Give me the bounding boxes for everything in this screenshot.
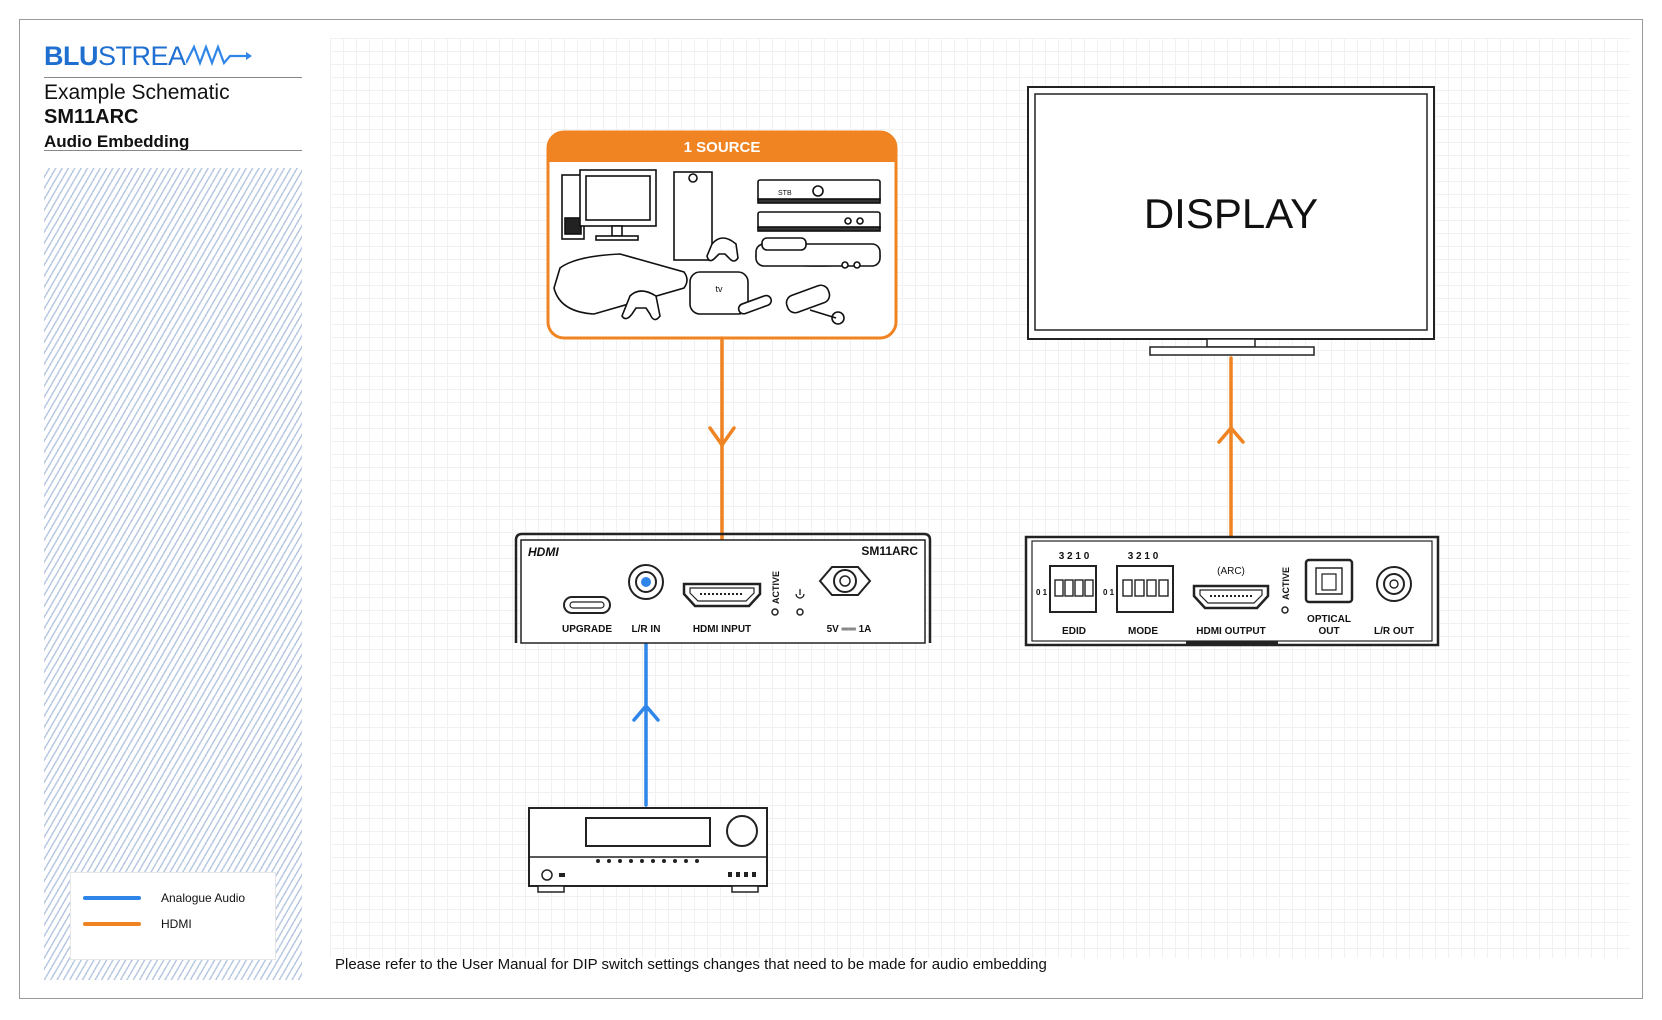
- edid-dip-numbers: 3 2 1 0: [1059, 551, 1090, 562]
- display-monitor: DISPLAY: [1027, 86, 1435, 356]
- legend-item-analogue-audio: Analogue Audio: [83, 891, 245, 905]
- display-label: DISPLAY: [1144, 190, 1318, 237]
- rx-active-label: ACTIVE: [1281, 567, 1291, 600]
- svg-text:STB: STB: [778, 190, 792, 197]
- lr-out-label: L/R OUT: [1374, 626, 1414, 637]
- tx-active-label: ACTIVE: [771, 571, 781, 604]
- edid-label: EDID: [1062, 626, 1086, 637]
- hdmi-logo: HDMI: [528, 545, 559, 559]
- footer-note: Please refer to the User Manual for DIP …: [335, 956, 1047, 973]
- sm11arc-transmitter: HDMI SM11ARC UPGRADE L/R IN HDMI INPUT A…: [514, 532, 932, 644]
- sidebar-hatch-panel: [44, 168, 302, 980]
- schematic-subtitle: Audio Embedding: [44, 132, 190, 151]
- av-receiver-amplifier-icon: [528, 807, 768, 893]
- header-divider-bottom: [44, 150, 302, 151]
- arc-label: (ARC): [1217, 566, 1245, 577]
- lr-in-port-label: L/R IN: [632, 624, 661, 635]
- optical-label-line2: OUT: [1318, 626, 1339, 637]
- power-spec-label: 5V ══ 1A: [827, 624, 872, 635]
- source-devices-icon: STB tv: [553, 169, 881, 325]
- audio-arrow-up-icon: [632, 704, 660, 722]
- hdmi-input-port-label: HDMI INPUT: [693, 624, 751, 635]
- power-symbol-icon: [795, 593, 805, 599]
- hdmi-swatch: [83, 922, 141, 926]
- edid-dip-side: 0 1: [1036, 588, 1048, 597]
- svg-text:tv: tv: [715, 284, 723, 294]
- mode-dip-numbers: 3 2 1 0: [1128, 551, 1159, 562]
- arc-receiver-unit: 3 2 1 0 0 1 EDID 3 2 1 0 0 1 MODE (ARC) …: [1024, 535, 1440, 647]
- schematic-label: Example Schematic: [44, 81, 230, 104]
- legend-item-hdmi: HDMI: [83, 917, 192, 931]
- mode-dip-side: 0 1: [1103, 588, 1115, 597]
- rx-active-led-icon: [1281, 606, 1289, 614]
- header-divider-top: [44, 77, 302, 78]
- upgrade-port-label: UPGRADE: [562, 624, 612, 635]
- transmitter-model: SM11ARC: [861, 544, 918, 558]
- analogue-audio-swatch: [83, 896, 141, 900]
- mode-label: MODE: [1128, 626, 1158, 637]
- hdmi-output-label: HDMI OUTPUT: [1196, 626, 1265, 637]
- waveform-logo-icon: [185, 43, 252, 67]
- tx-power-led-icon: [796, 608, 804, 616]
- hdmi-arrow-up-icon: [1217, 426, 1245, 444]
- legend: Analogue Audio HDMI: [70, 872, 276, 960]
- page-frame: [19, 19, 1643, 999]
- model-title: SM11ARC: [44, 106, 139, 128]
- hdmi-arrow-down-icon: [708, 426, 736, 447]
- source-title: 1 SOURCE: [684, 139, 761, 156]
- tx-active-led-icon: [771, 608, 779, 616]
- optical-label-line1: OPTICAL: [1307, 614, 1351, 625]
